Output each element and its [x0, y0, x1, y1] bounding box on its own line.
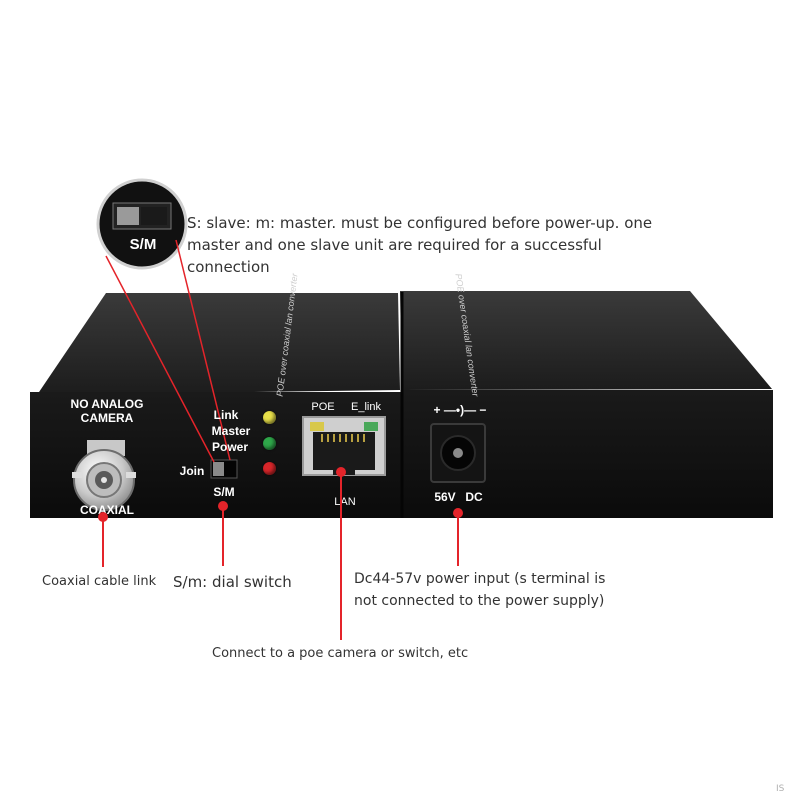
coaxial-pointer-line [102, 517, 104, 567]
dial-switch-callout: S/m: dial switch [173, 573, 292, 591]
inset-sm-label: S/M [129, 236, 157, 253]
power-input-callout: Dc44-57v power input (s terminal is not … [354, 571, 606, 609]
bnc-connector [72, 440, 136, 511]
watermark: IS [776, 784, 785, 794]
rj45-elink-label: E_link [351, 401, 381, 413]
switch-label: S/M [213, 485, 235, 499]
led-power [263, 462, 276, 475]
led-label-link: Link [213, 408, 239, 422]
bnc-top-label: NO ANALOG CAMERA [70, 397, 144, 425]
join-label: Join [179, 464, 205, 478]
led-master [263, 437, 276, 450]
led-label-master: Master [211, 424, 251, 438]
rj45-port [302, 416, 386, 476]
rj45-lan-label: LAN [334, 496, 356, 508]
led-link [263, 411, 276, 424]
dc-polarity-label: + —•)— − [433, 403, 487, 417]
voltage-label: 56V [434, 490, 456, 504]
sm-note-callout: S: slave: m: master. must be configured … [187, 214, 653, 276]
led-label-power: Power [211, 440, 248, 454]
poe-pointer-line [340, 472, 342, 640]
coaxial-callout: Coaxial cable link [42, 574, 157, 589]
switch-pointer-line [222, 506, 224, 566]
sm-switch-inset [96, 178, 188, 270]
power-pointer-line [457, 513, 459, 566]
rj45-poe-label: POE [311, 401, 335, 413]
bnc-bottom-label: COAXIAL [80, 503, 134, 517]
poe-connect-callout: Connect to a poe camera or switch, etc [212, 646, 469, 661]
right-unit-top [400, 291, 772, 390]
dc-jack [430, 423, 486, 483]
left-unit-top [37, 293, 400, 395]
dc-label: DC [465, 490, 483, 504]
